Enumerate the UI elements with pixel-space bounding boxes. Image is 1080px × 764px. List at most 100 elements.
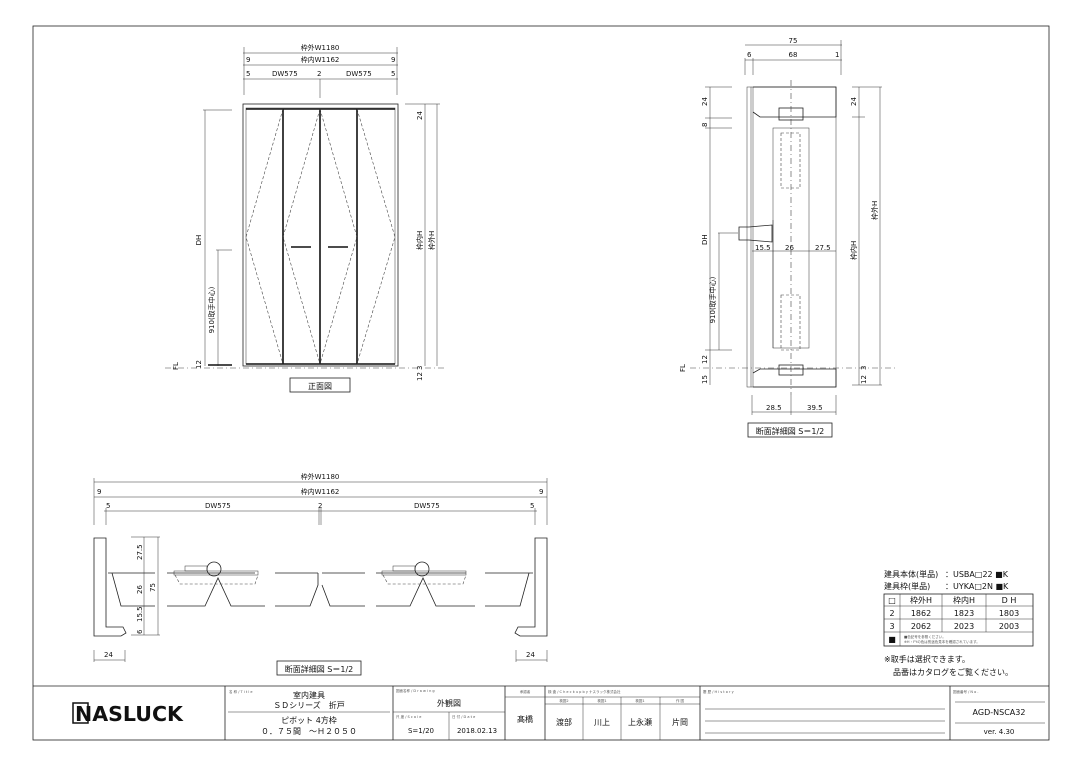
spec-table: 建具本体(単品) ：USBA□22 ■K 建具枠(単品) ：UYKA□2N ■K… xyxy=(883,569,1034,677)
body-label: 建具本体(単品) xyxy=(884,569,938,579)
dim-15: 15 xyxy=(701,375,709,384)
dim-68: 68 xyxy=(789,51,798,59)
dim-12-left: 12 xyxy=(195,360,203,369)
dim-12-right: 12 xyxy=(860,375,868,384)
date-label: 日 付 / D a t e xyxy=(452,714,475,719)
checker-role: 検図1 xyxy=(635,698,644,703)
check-label: 検 査 / C h e c k u p b y ナスラック株式会社 xyxy=(548,689,621,694)
plan-dim-9-right: 9 xyxy=(539,488,543,496)
col-header: 枠外H xyxy=(910,595,932,605)
dim-dw-right: DW575 xyxy=(346,70,372,78)
cell: 2062 xyxy=(911,622,931,631)
note-handle: ※取手は選択できます。 xyxy=(884,654,970,664)
frame-code: ：UYKA□2N ■K xyxy=(945,582,1009,591)
dim-8: 8 xyxy=(701,123,709,127)
scale-label: 尺 度 / S c a l e xyxy=(396,714,421,719)
plan-dim-26: 26 xyxy=(136,585,144,594)
cell: 1862 xyxy=(911,609,931,618)
cell: 2023 xyxy=(954,622,974,631)
dim-dh: DH xyxy=(195,235,203,246)
fl-label-side: FL xyxy=(679,364,687,372)
col-header: D H xyxy=(1002,596,1017,605)
front-view-caption: 正面図 xyxy=(308,382,332,391)
dim-handle-height: 910(取手中心) xyxy=(207,286,216,333)
plan-dim-27-5: 27.5 xyxy=(136,544,144,560)
nasluck-logo: NASLUCK xyxy=(75,702,185,726)
dim-6: 6 xyxy=(747,51,752,59)
title-line2: ＳＤシリーズ 折戸 xyxy=(273,700,345,710)
dim-27-5: 27.5 xyxy=(815,244,831,252)
history-label: 履 歴 / H i s t o r y xyxy=(703,689,734,694)
drawing-label: 図面名称 / D r a w i n g xyxy=(396,688,435,693)
col-header: □ xyxy=(888,596,896,605)
dim-75: 75 xyxy=(789,37,798,45)
plan-dim-9-left: 9 xyxy=(97,488,101,496)
number-label: 図面番号 / N o . xyxy=(953,689,979,694)
dim-outer-h-side: 枠外H xyxy=(870,201,879,220)
approver-label: 承認者 xyxy=(520,689,531,694)
date-value: 2018.02.13 xyxy=(457,727,497,735)
side-section-detail: 75 6 68 1 15.5 26 27.5 24 8 DH xyxy=(679,37,895,438)
dim-9-left: 9 xyxy=(246,56,250,64)
handle-section xyxy=(738,224,773,243)
front-elevation: 枠外W1180 枠内W1162 9 9 5 DW575 2 DW575 5 DH xyxy=(165,43,445,393)
title-line4: ０．７５間 ～Ｈ２０５０ xyxy=(261,727,357,736)
dim-26: 26 xyxy=(785,244,794,252)
dim-gap: 2 xyxy=(317,70,321,78)
dim-3-side: 3 xyxy=(860,366,868,370)
plan-dim-5-left: 5 xyxy=(106,502,110,510)
plan-dim-gap: 2 xyxy=(318,502,322,510)
checker-name: 上永瀬 xyxy=(628,717,652,727)
cell: 3 xyxy=(889,622,894,631)
plan-section-caption: 断面詳細図 S＝1/2 xyxy=(285,664,354,674)
dim-39-5: 39.5 xyxy=(807,404,823,412)
dim-3-bottom: 3 xyxy=(416,366,424,370)
side-section-caption: 断面詳細図 S＝1/2 xyxy=(756,426,825,436)
frame-label: 建具枠(単品) xyxy=(884,581,930,591)
approver-name: 髙橋 xyxy=(517,714,533,724)
dim-5-right: 5 xyxy=(391,70,395,78)
title-block: NASLUCK 名 称 / T i t l e 室内建具 ＳＤシリーズ 折戸 ピ… xyxy=(33,685,1049,740)
plan-dim-24-right: 24 xyxy=(526,651,535,659)
cell: 1803 xyxy=(999,609,1019,618)
plan-dim-15-5: 15.5 xyxy=(136,606,144,622)
version: ver. 4.30 xyxy=(984,728,1015,736)
dim-24-left: 24 xyxy=(701,97,709,106)
dim-12-side: 12 xyxy=(701,355,709,364)
cell: 2 xyxy=(889,609,894,618)
checker-role: 検図1 xyxy=(597,698,606,703)
fl-label: FL xyxy=(172,362,180,370)
dim-inner-width: 枠内W1162 xyxy=(301,55,340,64)
table-row: 3 2062 2023 2003 xyxy=(889,622,1019,631)
dim-dh-side: DH xyxy=(701,234,709,245)
plan-dim-5-right: 5 xyxy=(530,502,534,510)
drawing-number: AGD-NSCA32 xyxy=(973,708,1026,717)
body-code: ：USBA□22 ■K xyxy=(945,570,1009,579)
plan-dim-24-left: 24 xyxy=(104,651,113,659)
left-jamb xyxy=(93,537,127,637)
plan-dim-dw-left: DW575 xyxy=(205,502,231,510)
sheet-border xyxy=(32,25,1050,741)
dim-24-right: 24 xyxy=(850,97,858,106)
dim-inner-h-side: 枠内H xyxy=(849,241,858,260)
dim-5-left: 5 xyxy=(246,70,250,78)
cell: 1823 xyxy=(954,609,974,618)
dim-outer-h: 枠外H xyxy=(427,231,436,250)
dim-inner-h: 枠内H xyxy=(415,231,424,250)
dim-24: 24 xyxy=(416,111,424,120)
checker-role: 作 図 xyxy=(676,698,685,703)
right-jamb xyxy=(514,537,548,637)
color-note: ※H・FYの色は別途色見本を確認されています。 xyxy=(904,639,980,644)
scale-value: S=1/20 xyxy=(408,727,434,735)
table-row: 2 1862 1823 1803 xyxy=(889,609,1019,618)
checker-name: 渡部 xyxy=(556,717,572,727)
dim-9-right: 9 xyxy=(391,56,395,64)
cell: 2003 xyxy=(999,622,1019,631)
color-note: ■色記号を参照ください。 xyxy=(904,634,946,639)
title-line3: ピボット 4方枠 xyxy=(281,715,337,725)
note-catalog: 品番はカタログをご覧ください。 xyxy=(893,667,1013,677)
title-label: 名 称 / T i t l e xyxy=(229,689,253,694)
dim-12-bottom: 12 xyxy=(416,372,424,381)
color-mark: ■ xyxy=(888,635,896,644)
